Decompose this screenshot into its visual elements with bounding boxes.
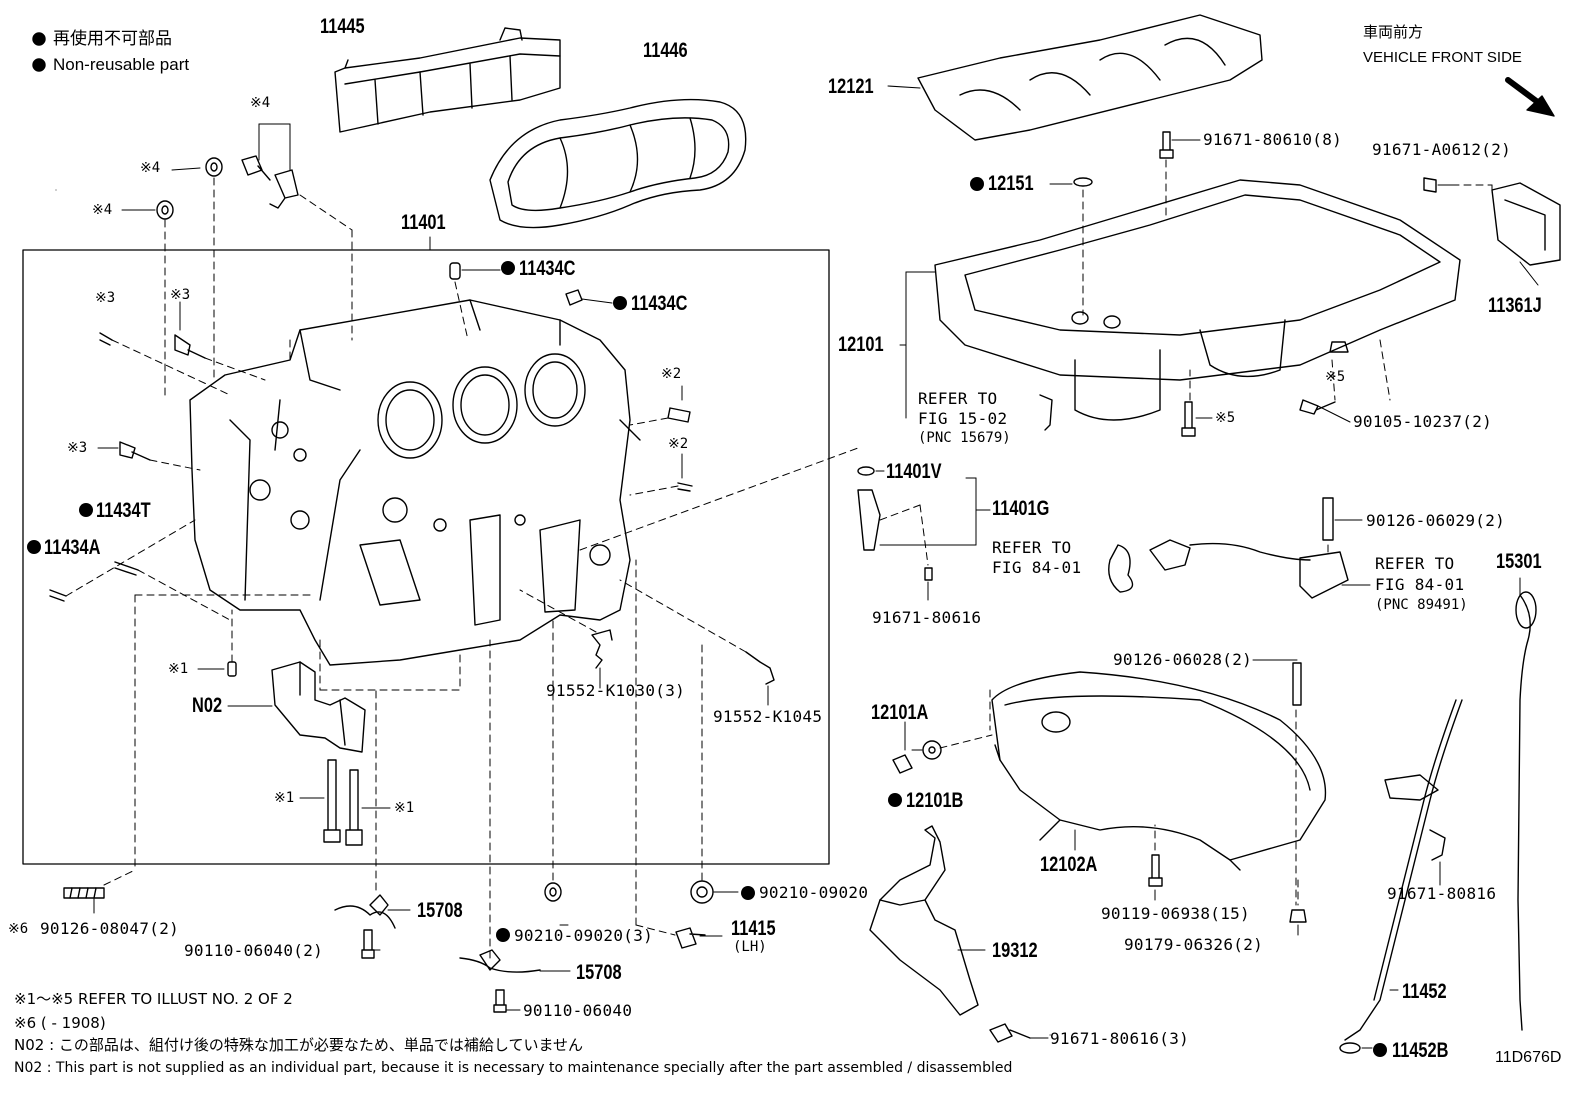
oil-pan-upper-12101-drawing — [934, 179, 1461, 421]
part-number-11452b[interactable]: 11452B — [1392, 1039, 1449, 1062]
fastener-drawings-left — [49, 155, 775, 1013]
leader-lines — [55, 85, 1539, 1049]
gasket-11446-drawing — [489, 98, 747, 229]
part-number-91671-80616-3[interactable]: 91671-80616(3) — [1050, 1029, 1190, 1048]
mark-3-b: ※3 — [170, 287, 191, 303]
refer-fig8401a-line1[interactable]: REFER TO — [992, 538, 1072, 557]
refer-fig1502-line1[interactable]: REFER TO — [918, 389, 998, 408]
phantom-lines — [65, 159, 1493, 1036]
refer-fig8401b-line2[interactable]: FIG 84-01 — [1375, 575, 1465, 594]
part-number-90105-10237[interactable]: 90105-10237(2) — [1353, 412, 1493, 431]
fastener-drawings-right-upper — [857, 131, 1437, 706]
part-number-91671-80816[interactable]: 91671-80816 — [1387, 884, 1497, 903]
part-number-11434t[interactable]: 11434T — [96, 499, 151, 522]
part-number-11434c-1[interactable]: 11434C — [519, 257, 576, 280]
part-number-11452[interactable]: 11452 — [1402, 980, 1447, 1003]
o-ring-12151-drawing — [1073, 177, 1093, 187]
mark-5-b: ※5 — [1215, 410, 1236, 426]
part-number-91552-k1030[interactable]: 91552-K1030(3) — [546, 681, 686, 700]
part-number-15708-2[interactable]: 15708 — [576, 961, 622, 984]
refer-fig1502-line2[interactable]: FIG 15-02 — [918, 409, 1008, 428]
front-direction-arrow-icon — [1505, 77, 1555, 117]
refer-fig8401b-line1[interactable]: REFER TO — [1375, 554, 1455, 573]
part-number-12101b[interactable]: 12101B — [906, 789, 964, 812]
mark-2-b: ※2 — [668, 436, 689, 452]
part-number-11401g[interactable]: 11401G — [992, 497, 1050, 520]
dipstick-11452-15301-drawing — [1339, 591, 1537, 1054]
oil-pan-lower-12102a-drawing — [892, 671, 1327, 923]
footnote-line-1: ※1～※5 REFER TO ILLUST NO. 2 OF 2 — [14, 990, 293, 1008]
part-number-12121[interactable]: 12121 — [828, 75, 874, 98]
mark-1-b: ※1 — [274, 790, 295, 806]
part-number-11434c-2[interactable]: 11434C — [631, 292, 688, 315]
part-number-90126-06028[interactable]: 90126-06028(2) — [1113, 650, 1253, 669]
part-11415-side: (LH) — [733, 939, 767, 955]
legend-bullet-jp — [32, 32, 46, 46]
part-number-11446[interactable]: 11446 — [643, 39, 688, 62]
part-number-91671-a0612[interactable]: 91671-A0612(2) — [1372, 140, 1512, 159]
footnote-line-2: ※6 ( - 1908) — [14, 1014, 106, 1032]
footnote-line-4: N02 : This part is not supplied as an in… — [14, 1060, 1013, 1076]
mark-3-c: ※3 — [67, 440, 88, 456]
footnote-line-3: N02 : この部品は、組付け後の特殊な加工が必要なため、単品では補給していませ… — [14, 1036, 584, 1054]
part-number-90126-06029[interactable]: 90126-06029(2) — [1366, 511, 1506, 530]
non-reusable-markers — [27, 177, 1387, 1057]
part-number-91671-80610[interactable]: 91671-80610(8) — [1203, 130, 1343, 149]
part-number-90110-06040[interactable]: 90110-06040 — [523, 1001, 633, 1020]
part-number-90210-09020-b[interactable]: 90210-09020(3) — [514, 926, 654, 945]
mark-5-a: ※5 — [1325, 369, 1346, 385]
mark-4-a: ※4 — [250, 95, 271, 111]
refer-fig8401b-pnc[interactable]: (PNC 89491) — [1375, 597, 1468, 613]
cover-plate-11361j-drawing — [1491, 182, 1561, 266]
part-number-90119-06938[interactable]: 90119-06938(15) — [1101, 904, 1250, 923]
mark-1-a: ※1 — [168, 661, 189, 677]
part-number-12101a[interactable]: 12101A — [871, 701, 929, 724]
part-number-91671-80616[interactable]: 91671-80616 — [872, 608, 982, 627]
mark-2-a: ※2 — [661, 366, 682, 382]
baffle-plate-12121-drawing — [917, 14, 1263, 141]
cylinder-block-11401-drawing — [189, 299, 641, 666]
front-side-en-text: VEHICLE FRONT SIDE — [1363, 49, 1522, 66]
part-number-11361j[interactable]: 11361J — [1488, 294, 1542, 317]
part-number-90126-08047[interactable]: 90126-08047(2) — [40, 919, 180, 938]
part-number-90110-06040-2[interactable]: 90110-06040(2) — [184, 941, 324, 960]
part-number-15301[interactable]: 15301 — [1496, 550, 1542, 573]
part-number-19312[interactable]: 19312 — [992, 939, 1038, 962]
mark-3-a: ※3 — [95, 290, 116, 306]
part-number-n02[interactable]: N02 — [192, 694, 223, 717]
mark-4-b: ※4 — [140, 160, 161, 176]
refer-fig1502-pnc[interactable]: (PNC 15679) — [918, 430, 1011, 446]
part-number-11434a[interactable]: 11434A — [44, 536, 101, 559]
legend-jp-text: 再使用不可部品 — [53, 29, 172, 48]
legend-en-text: Non-reusable part — [53, 55, 190, 74]
part-number-11401[interactable]: 11401 — [401, 211, 446, 234]
shield-19312-drawing — [869, 825, 1031, 1043]
part-number-91552-k1045[interactable]: 91552-K1045 — [713, 707, 823, 726]
part-number-15708-1[interactable]: 15708 — [417, 899, 463, 922]
refer-fig8401a-line2[interactable]: FIG 84-01 — [992, 558, 1082, 577]
part-number-12101[interactable]: 12101 — [838, 333, 884, 356]
illustration-id: 11D676D — [1495, 1049, 1562, 1066]
mark-6: ※6 — [8, 921, 29, 937]
timing-cover-11445-drawing — [334, 27, 561, 133]
part-number-90210-09020-a[interactable]: 90210-09020 — [759, 883, 869, 902]
cylinder-block-group-frame — [22, 249, 830, 865]
part-number-11401v[interactable]: 11401V — [886, 460, 942, 483]
bearing-cap-n02-drawing — [271, 661, 366, 753]
part-number-12102a[interactable]: 12102A — [1040, 853, 1098, 876]
mark-1-c: ※1 — [394, 800, 415, 816]
part-number-11415[interactable]: 11415 — [731, 917, 776, 940]
mark-4-c: ※4 — [92, 202, 113, 218]
legend-bullet-en — [32, 58, 46, 72]
part-number-90179-06326[interactable]: 90179-06326(2) — [1124, 935, 1264, 954]
front-side-jp-text: 車両前方 — [1363, 24, 1424, 41]
part-number-11445[interactable]: 11445 — [320, 15, 365, 38]
part-number-12151[interactable]: 12151 — [988, 172, 1034, 195]
